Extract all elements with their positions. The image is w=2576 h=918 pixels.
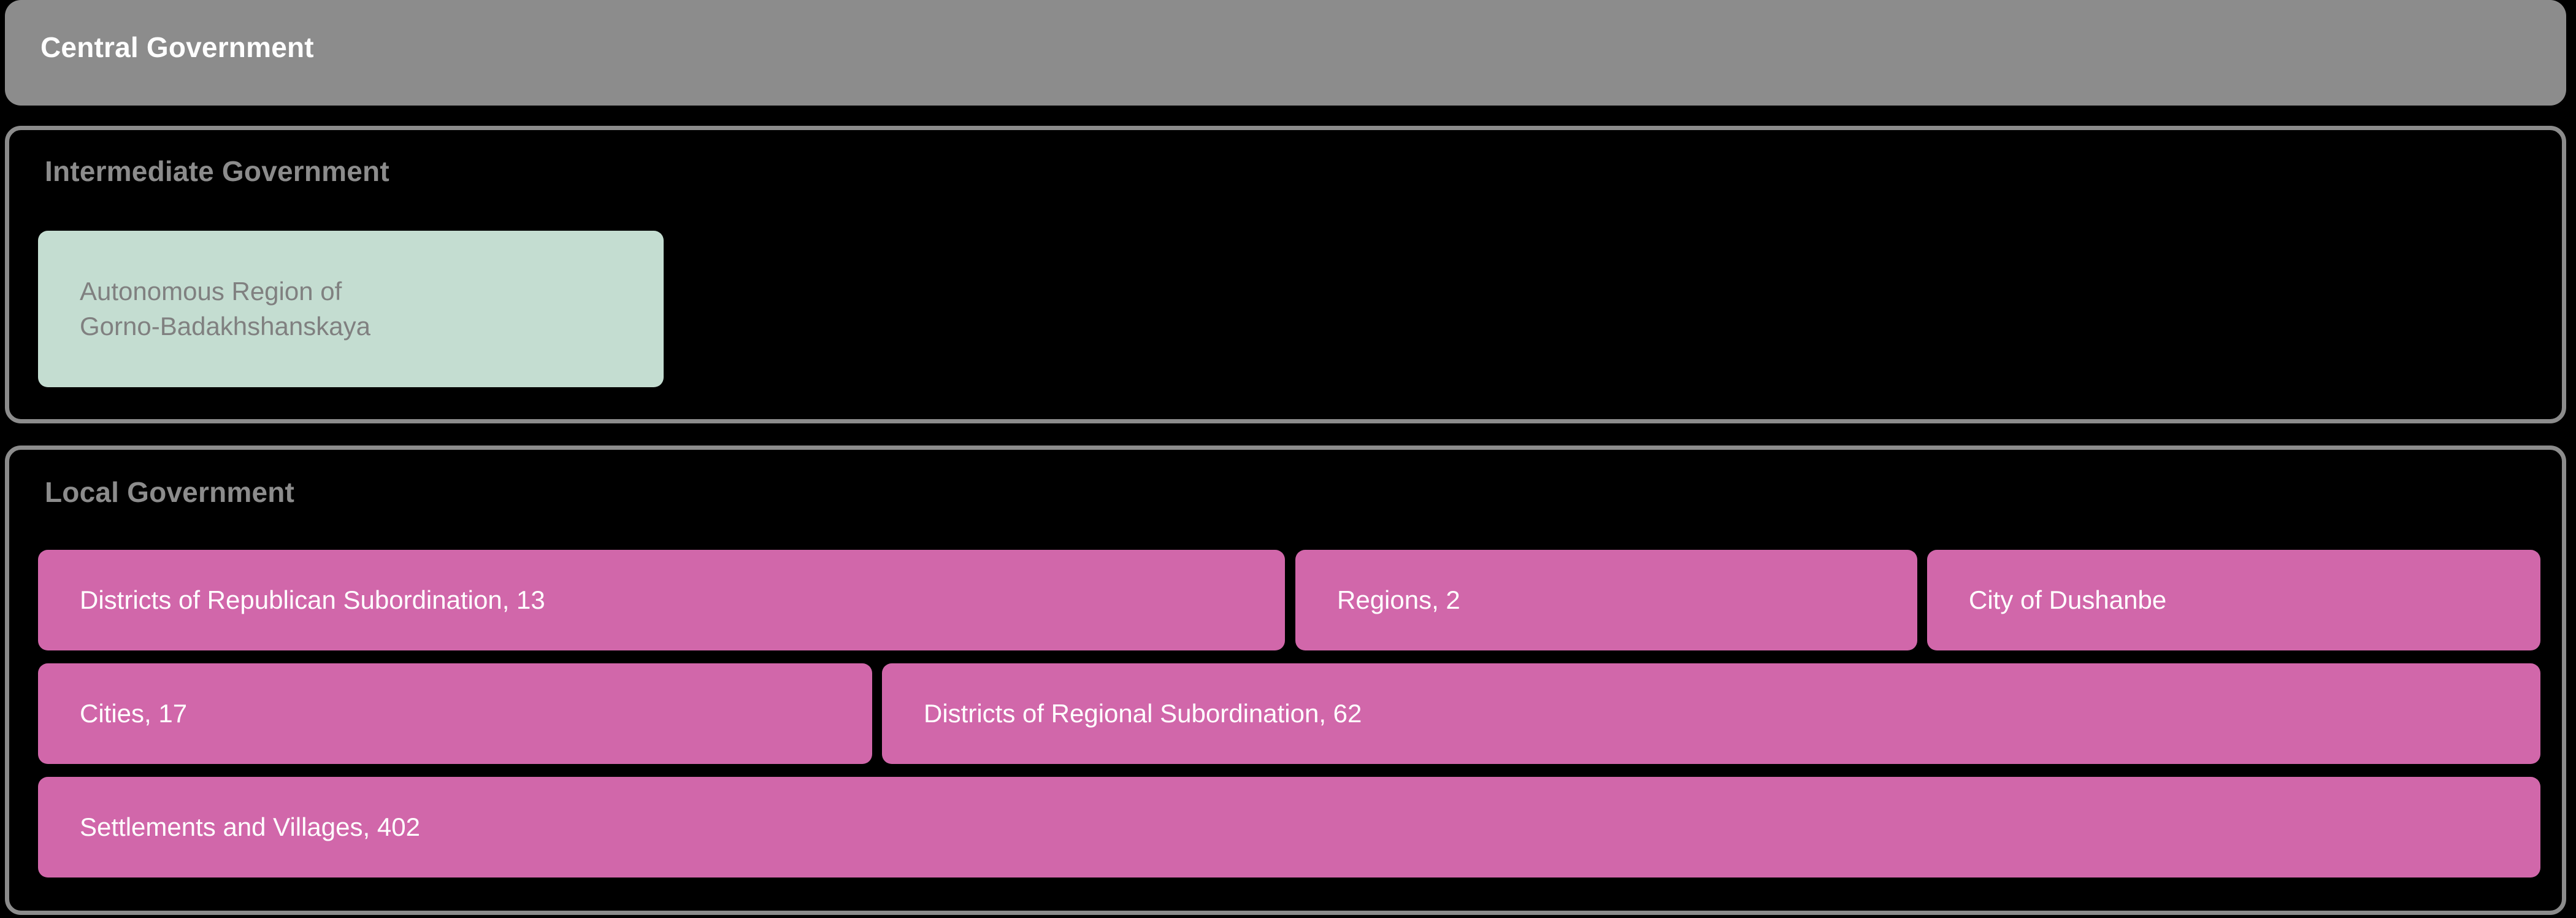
tier-title-central-government: Central Government — [40, 31, 314, 63]
entity-label: Districts of Republican Subordination, 1… — [80, 585, 545, 614]
tier-title-local-government: Local Government — [45, 476, 295, 508]
entity-label: Autonomous Region of Gorno-Badakhshanska… — [80, 276, 370, 341]
entity-label: City of Dushanbe — [1969, 585, 2167, 614]
tier-title-intermediate-government: Intermediate Government — [45, 155, 389, 187]
entity-districts-of-regional-subordination[interactable]: Districts of Regional Subordination, 62 — [882, 663, 2540, 764]
tier-intermediate-government: Intermediate Government Autonomous Regio… — [5, 126, 2566, 423]
entity-regions[interactable]: Regions, 2 — [1295, 550, 1917, 650]
entity-city-of-dushanbe[interactable]: City of Dushanbe — [1927, 550, 2540, 650]
entity-settlements-and-villages[interactable]: Settlements and Villages, 402 — [38, 777, 2540, 878]
entity-label: Settlements and Villages, 402 — [80, 812, 420, 841]
entity-label: Regions, 2 — [1337, 585, 1460, 614]
entity-label: Cities, 17 — [80, 698, 188, 728]
entity-cities[interactable]: Cities, 17 — [38, 663, 872, 764]
entity-autonomous-region-gorno-badakhshanskaya[interactable]: Autonomous Region of Gorno-Badakhshanska… — [38, 231, 664, 387]
tier-local-government: Local Government Districts of Republican… — [5, 446, 2566, 915]
entity-districts-of-republican-subordination[interactable]: Districts of Republican Subordination, 1… — [38, 550, 1285, 650]
tier-central-government: Central Government — [5, 0, 2566, 106]
entity-label: Districts of Regional Subordination, 62 — [924, 698, 1362, 728]
